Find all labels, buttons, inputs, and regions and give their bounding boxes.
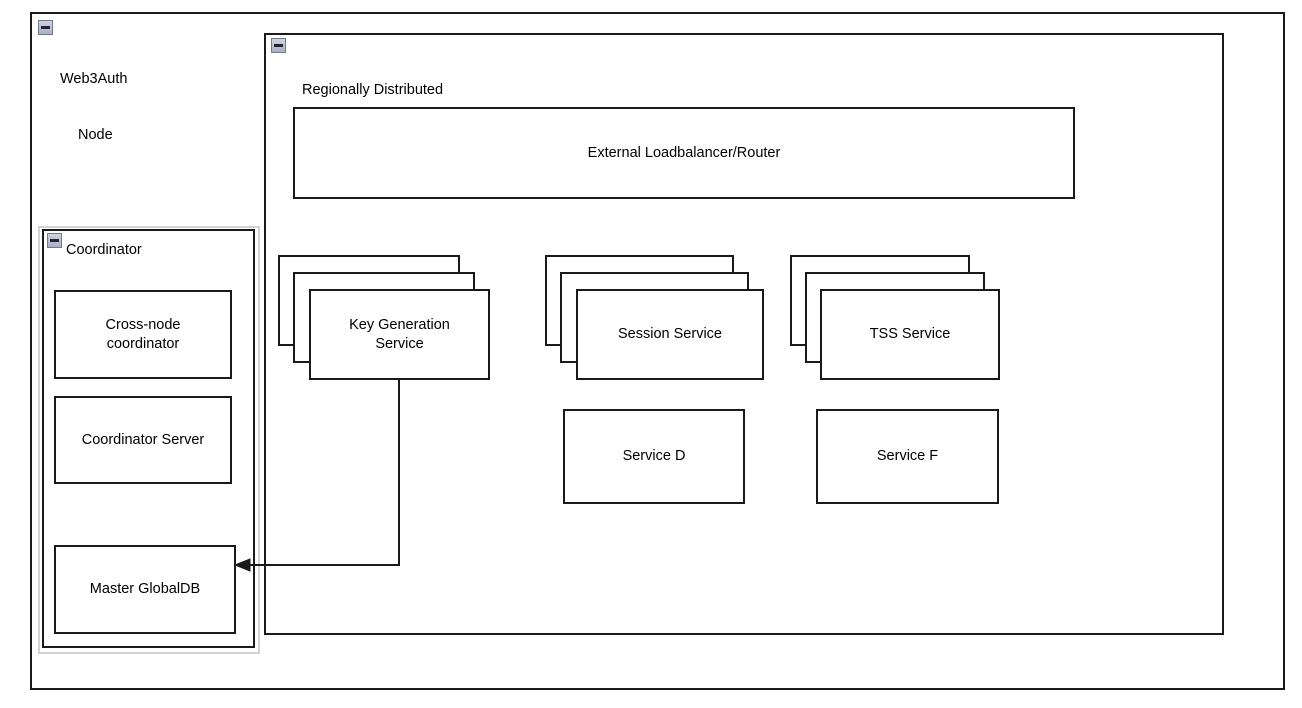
service-d-label: Service D: [622, 448, 686, 465]
service-f-label: Service F: [876, 448, 939, 465]
tss-service-label: TSS Service: [869, 326, 951, 343]
service-f-box[interactable]: Service F: [816, 409, 999, 504]
coordinator-server-label: Coordinator Server: [81, 431, 205, 448]
container-label-coordinator: Coordinator: [66, 242, 142, 258]
cross-node-coordinator-label-line1: Cross-node: [105, 317, 181, 334]
session-service-label: Session Service: [618, 326, 722, 343]
service-d-box[interactable]: Service D: [563, 409, 745, 504]
stack-tss-service[interactable]: TSS Service: [790, 255, 1000, 380]
stack-session-service[interactable]: Session Service: [545, 255, 764, 380]
external-loadbalancer-router-label: External Loadbalancer/Router: [587, 144, 781, 161]
master-globaldb-label: Master GlobalDB: [89, 581, 201, 598]
master-globaldb-box[interactable]: Master GlobalDB: [54, 545, 236, 634]
stack-layer-front-session-service[interactable]: Session Service: [576, 289, 764, 380]
container-label-web3auth-node-line1: Web3Auth: [60, 71, 128, 88]
key-generation-service-label-line1: Key Generation: [349, 317, 450, 334]
container-label-web3auth-node-line2: Node: [78, 126, 113, 143]
external-loadbalancer-router-box[interactable]: External Loadbalancer/Router: [293, 107, 1075, 199]
key-generation-service-label-line2: Service: [375, 335, 424, 352]
collapse-minus-icon-kube-cluster[interactable]: [271, 38, 286, 53]
container-label-kube-cluster-line1: Regionally Distributed: [302, 82, 444, 99]
container-label-web3auth-node: Web3Auth Node: [60, 33, 230, 181]
cross-node-coordinator-label-line2: coordinator: [106, 335, 180, 352]
collapse-minus-icon-web3auth-node[interactable]: [38, 20, 53, 35]
collapse-minus-icon-coordinator[interactable]: [47, 233, 62, 248]
stack-layer-front-tss-service[interactable]: TSS Service: [820, 289, 1000, 380]
coordinator-server-box[interactable]: Coordinator Server: [54, 396, 232, 484]
